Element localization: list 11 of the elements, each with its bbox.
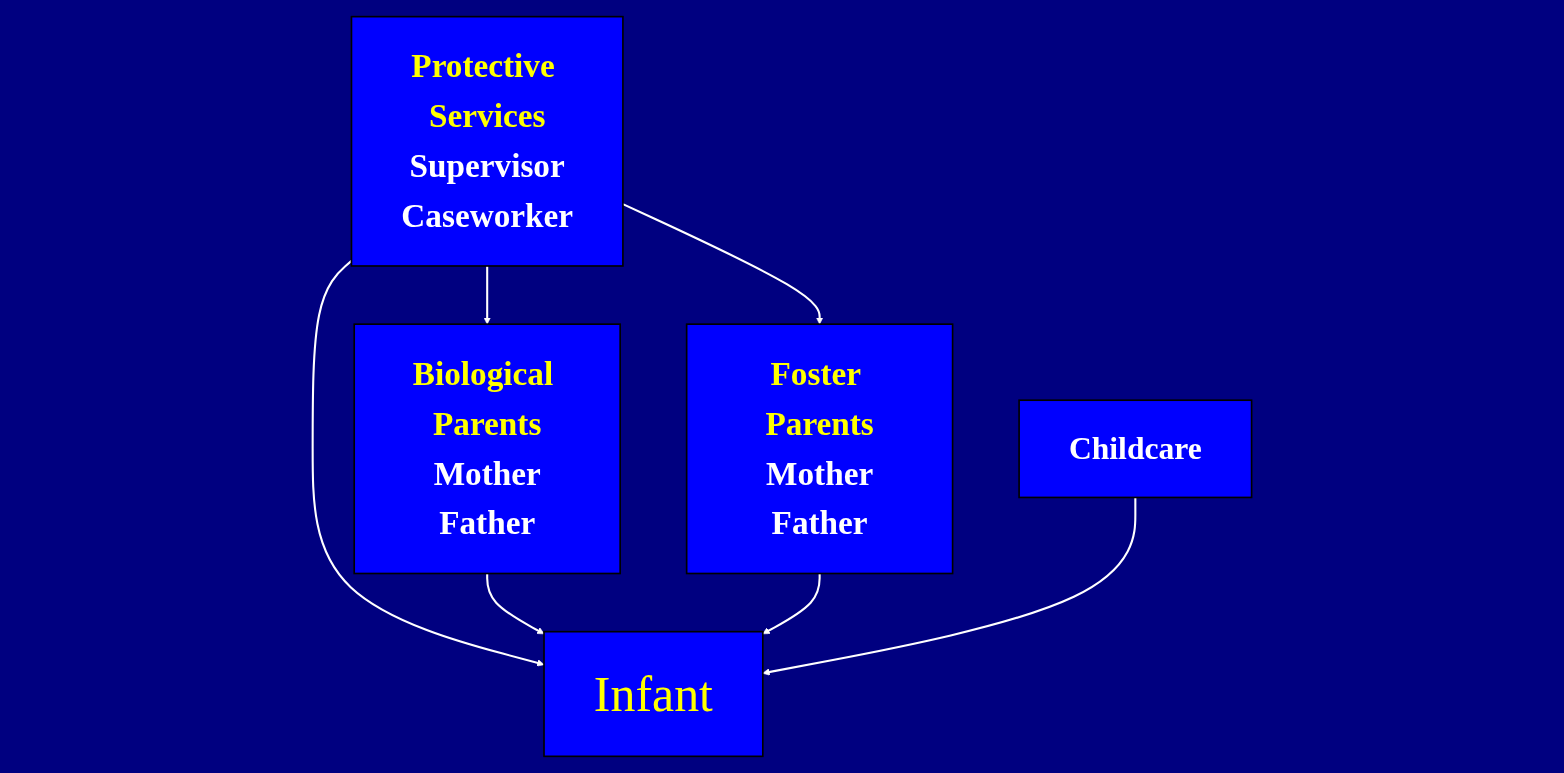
node-box: Foster Parents Mother Father: [685, 323, 954, 575]
arrow: [486, 573, 545, 635]
arrow: [311, 260, 545, 667]
arrow: [483, 266, 491, 325]
arrow: [762, 573, 821, 635]
node-box: Biological Parents Mother Father: [353, 323, 621, 575]
node-box: Childcare: [1018, 399, 1253, 499]
node-box: Infant: [543, 630, 764, 758]
node-box: Protective Services Supervisor Caseworker: [350, 15, 624, 267]
arrow: [762, 497, 1137, 676]
arrow: [622, 203, 824, 325]
